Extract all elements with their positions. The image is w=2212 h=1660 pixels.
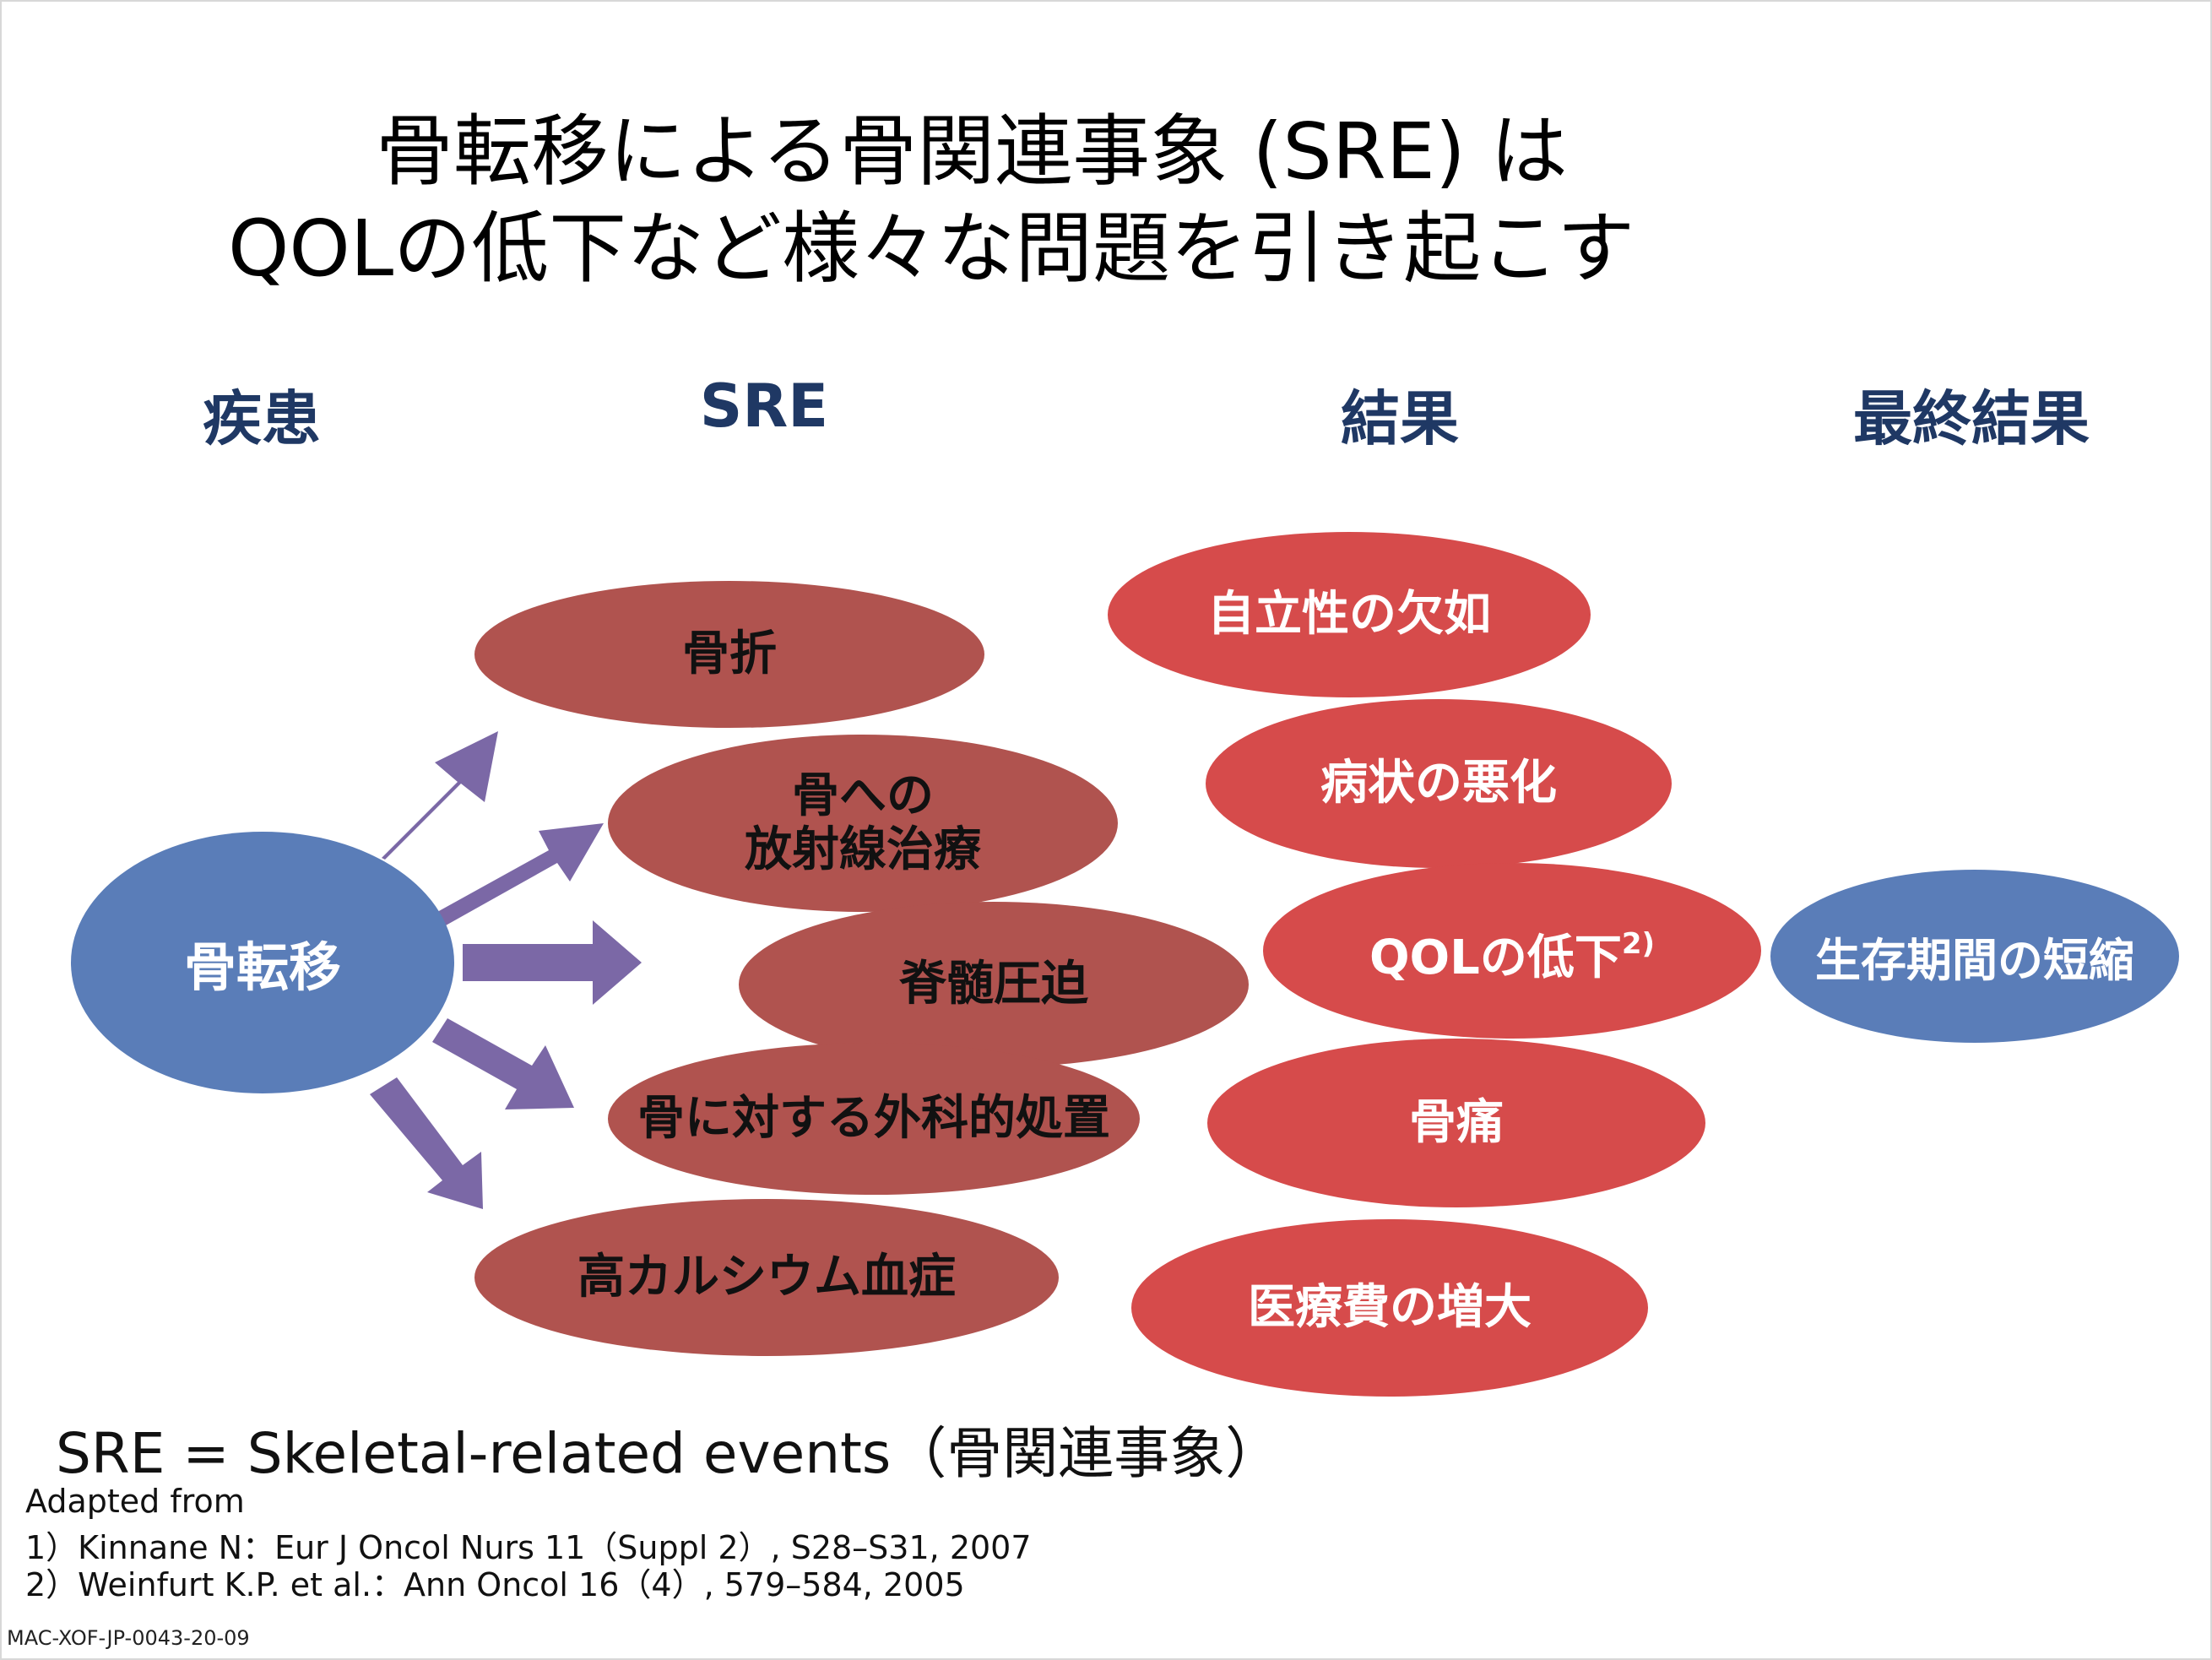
arrow-to-spinal	[463, 920, 642, 1005]
node-pain-label: 骨痛	[1409, 1095, 1504, 1150]
node-bone-pain: 骨痛	[1207, 1039, 1705, 1207]
node-qol-text: QOLの低下	[1369, 930, 1622, 985]
node-worsening-label: 病状の悪化	[1320, 756, 1557, 811]
node-hypercalcemia-label: 高カルシウム血症	[577, 1250, 956, 1305]
node-independence-label: 自立性の欠如	[1207, 587, 1491, 642]
header-sre: SRE	[699, 372, 829, 441]
header-result: 結果	[1341, 384, 1459, 453]
sre-definition: SRE = Skeletal-related events（骨関連事象）	[56, 1421, 1282, 1486]
node-cost-label: 医療費の増大	[1248, 1280, 1532, 1335]
node-qol-decline: QOLの低下2)	[1263, 863, 1761, 1039]
node-shortened-survival: 生存期間の短縮	[1770, 870, 2179, 1043]
node-bone-surgery: 骨に対する外科的処置	[608, 1043, 1140, 1195]
node-bone-metastasis-label: 骨転移	[183, 936, 341, 998]
reference-2: 2）Weinfurt K.P. et al.：Ann Oncol 16（4）, …	[25, 1566, 965, 1603]
arrow-to-fracture	[382, 731, 498, 860]
header-final-result: 最終結果	[1853, 384, 2090, 453]
node-hypercalcemia: 高カルシウム血症	[474, 1199, 1059, 1356]
node-surgery-label: 骨に対する外科的処置	[637, 1091, 1110, 1146]
node-radiation-line-1: 骨への	[792, 768, 934, 823]
adapted-from: Adapted from	[25, 1483, 245, 1520]
title-line-2: QOLの低下など様々な問題を引き起こす	[228, 203, 1635, 294]
node-qol-reference: 2)	[1621, 926, 1656, 961]
node-loss-of-independence: 自立性の欠如	[1108, 532, 1591, 697]
node-increased-medical-costs: 医療費の増大	[1131, 1219, 1648, 1397]
node-fracture: 骨折	[474, 581, 984, 728]
node-spinal-cord-compression: 脊髄圧迫	[739, 902, 1249, 1067]
arrow-to-hypercalcemia	[370, 1077, 483, 1209]
node-survival-label: 生存期間の短縮	[1815, 934, 2134, 987]
header-disease: 疾患	[203, 384, 321, 453]
node-spinal-label: 脊髄圧迫	[899, 957, 1088, 1012]
node-bone-metastasis: 骨転移	[71, 832, 454, 1093]
document-code: MAC-XOF-JP-0043-20-09	[7, 1626, 250, 1650]
node-disease-worsening: 病状の悪化	[1206, 699, 1672, 868]
arrow-to-surgery	[432, 1018, 574, 1109]
reference-1: 1）Kinnane N：Eur J Oncol Nurs 11（Suppl 2）…	[25, 1529, 1032, 1566]
arrow-to-radiation	[437, 823, 604, 925]
node-qol-label: QOLの低下2)	[1369, 917, 1655, 985]
node-radiation-therapy: 骨への 放射線治療	[608, 735, 1118, 912]
title-line-1: 骨転移による骨関連事象 (SRE) は	[376, 106, 1568, 197]
node-radiation-line-2: 放射線治療	[745, 822, 981, 877]
node-fracture-label: 骨折	[682, 627, 777, 681]
